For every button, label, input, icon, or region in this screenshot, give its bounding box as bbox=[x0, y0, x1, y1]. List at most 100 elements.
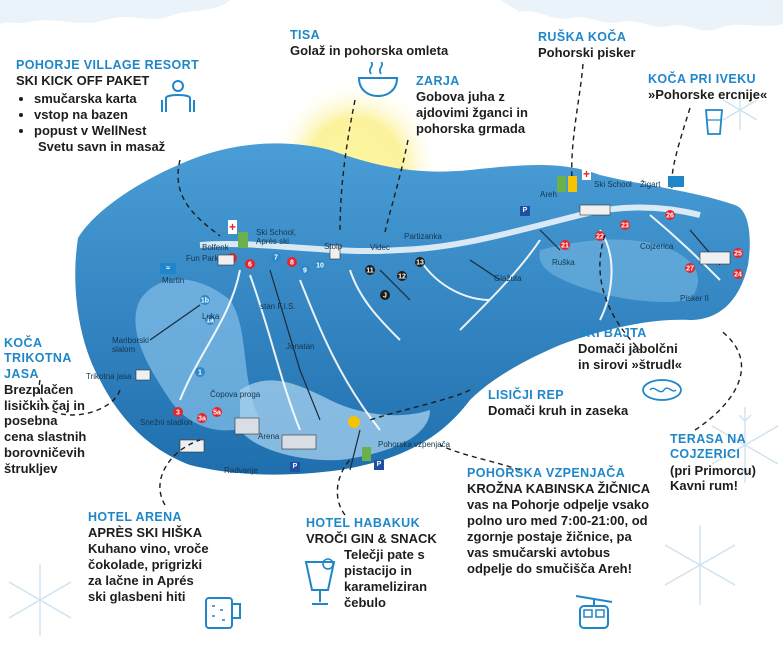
callout-subtitle: SKI KICK OFF PAKET bbox=[16, 73, 150, 89]
callout-text: polno uro med 7:00-21:00, od bbox=[467, 512, 648, 528]
first-aid-icon: + bbox=[228, 220, 237, 234]
callout-title: TRIKOTNA bbox=[4, 351, 72, 366]
svg-text:21: 21 bbox=[561, 243, 569, 250]
piste-badge: 10 bbox=[315, 260, 325, 270]
piste-badge: 5a bbox=[212, 407, 222, 417]
wifi-icon: ≈ bbox=[160, 263, 176, 274]
callout-text: pohorska grmada bbox=[416, 120, 526, 136]
list-item: smučarska karta bbox=[34, 91, 226, 107]
list-item: popust v WellNest bbox=[34, 123, 226, 139]
callout-subtitle: VROČI GIN & SNACK bbox=[306, 531, 437, 547]
callout-title: KOČA PRI IVEKU bbox=[648, 72, 756, 86]
piste-badge: 7 bbox=[271, 252, 281, 262]
callout-hotel-arena: HOTEL ARENA APRÈS SKI HIŠKA Kuhano vino,… bbox=[88, 510, 268, 605]
callout-text: Svetu savn in masaž bbox=[38, 138, 166, 154]
map-label-ski-school-apres: Ski School, Après ski bbox=[256, 228, 297, 246]
callout-text: (pri Primorcu) bbox=[670, 462, 756, 478]
callout-title: RUŠKA KOČA bbox=[538, 30, 627, 44]
svg-text:5a: 5a bbox=[213, 410, 221, 417]
svg-text:23: 23 bbox=[621, 223, 629, 230]
building-radvanje bbox=[179, 439, 205, 453]
callout-text: cena slastnih bbox=[4, 429, 87, 445]
callout-title: TISA bbox=[290, 28, 321, 42]
snow-patch-left bbox=[135, 279, 260, 431]
callout-text: ski glasbeni hiti bbox=[88, 588, 186, 604]
mulled-drink-icon bbox=[304, 558, 336, 605]
strudel-icon bbox=[642, 379, 682, 401]
callout-subtitle: KROŽNA KABINSKA ŽIČNICA bbox=[467, 481, 651, 497]
callout-text: vas na Pohorje odpelje vsako bbox=[467, 497, 650, 513]
piste-lines bbox=[179, 214, 721, 431]
callout-text: Kuhano vino, vroče bbox=[88, 541, 209, 557]
sun-icon bbox=[348, 416, 360, 428]
piste-badge: 25 bbox=[733, 248, 743, 258]
callout-title: JASA bbox=[4, 366, 39, 381]
callout-pohorje-village: POHORJE VILLAGE RESORT SKI KICK OFF PAKE… bbox=[16, 58, 226, 155]
svg-text:1: 1 bbox=[198, 370, 202, 377]
callout-title: POHORJE VILLAGE RESORT bbox=[16, 58, 200, 72]
callout-text: pistacijo in bbox=[344, 562, 412, 578]
map-label-videc: Videc bbox=[370, 243, 390, 252]
piste-badge: 8 bbox=[287, 257, 297, 267]
callout-pohorska-vzpenjaca: POHORSKA VZPENJAČA KROŽNA KABINSKA ŽIČNI… bbox=[467, 466, 667, 576]
callout-list: smučarska karta vstop na bazen popust v … bbox=[16, 91, 226, 139]
map-label-bolfenk: Bolfenk bbox=[202, 243, 229, 252]
callout-text: »Pohorske ercnije« bbox=[648, 87, 768, 103]
map-label-jonatan: Jonatan bbox=[286, 342, 315, 351]
snow-top-edge bbox=[0, 0, 783, 31]
wifi-icon bbox=[668, 176, 684, 187]
building-hotel bbox=[281, 434, 317, 450]
piste-badge: 12 bbox=[397, 271, 407, 281]
building-trikotna bbox=[135, 369, 151, 381]
map-label-fun-park: Fun Park bbox=[186, 254, 219, 263]
callout-text: posebna bbox=[4, 413, 58, 429]
piste-badge: 24 bbox=[733, 269, 743, 279]
callout-hotel-habakuk: HOTEL HABAKUK VROČI GIN & SNACK Telečji … bbox=[306, 516, 466, 611]
map-label-zigart: Žigart bbox=[640, 180, 661, 189]
callout-text: zgornje postaje žičnice, pa bbox=[467, 528, 632, 544]
callout-text: in sirovi »štrudl« bbox=[578, 357, 683, 373]
map-label-snezni-stadion: Snežni stadion bbox=[140, 418, 193, 427]
building-arena bbox=[234, 417, 260, 435]
map-label-areh: Areh bbox=[540, 190, 557, 199]
map-label-glazuta: Glažuta bbox=[494, 274, 522, 283]
info-icon bbox=[238, 232, 248, 248]
callout-text: Golaž in pohorska omleta bbox=[290, 43, 449, 59]
cable-car-icon bbox=[575, 595, 613, 629]
svg-text:3a: 3a bbox=[198, 416, 206, 423]
info-icon bbox=[568, 176, 577, 192]
map-label-cojzerica: Cojzerica bbox=[640, 242, 674, 251]
callout-text: Domači jabolčni bbox=[578, 341, 678, 357]
callout-text: ajdovimi žganci in bbox=[416, 105, 528, 121]
callout-terasa-na-cojzerici: TERASA NA COJZERICI (pri Primorcu) Kavni… bbox=[670, 432, 780, 494]
callout-title: LISIČJI REP bbox=[488, 388, 564, 402]
callout-text: za lačne in Aprés bbox=[88, 572, 194, 588]
map-label-luka: Luka bbox=[202, 312, 220, 321]
skier-relax-icon bbox=[161, 80, 195, 112]
first-aid-icon: + bbox=[582, 167, 591, 181]
callout-title: ZARJA bbox=[416, 74, 460, 88]
svg-text:1b: 1b bbox=[201, 298, 209, 305]
callout-text: Pohorski pisker bbox=[538, 45, 636, 61]
piste-badge: 9 bbox=[300, 265, 310, 275]
mug-icon bbox=[205, 597, 241, 629]
piste-badge: 3a bbox=[197, 413, 207, 423]
callout-title: KOČA bbox=[4, 336, 43, 350]
callout-text: vas smučarski avtobus bbox=[467, 544, 611, 560]
piste-badge: 1 bbox=[195, 367, 205, 377]
svg-text:9: 9 bbox=[303, 268, 307, 275]
building-cojzerica bbox=[699, 251, 731, 265]
parking-icon: P bbox=[290, 462, 300, 472]
map-label-pohorska-vzpenjaca: Pohorska vzpenjača bbox=[378, 440, 451, 449]
callout-text: lisičkin čaj in bbox=[4, 397, 85, 413]
callout-text: borovničevih bbox=[4, 445, 85, 461]
svg-text:13: 13 bbox=[416, 260, 424, 267]
svg-text:10: 10 bbox=[316, 263, 324, 270]
parking-icon: P bbox=[520, 206, 530, 216]
svg-text:3: 3 bbox=[176, 410, 180, 417]
lift-lines bbox=[149, 229, 721, 471]
map-label-arena: Arena bbox=[258, 432, 280, 441]
building-bolfenk bbox=[217, 254, 235, 266]
